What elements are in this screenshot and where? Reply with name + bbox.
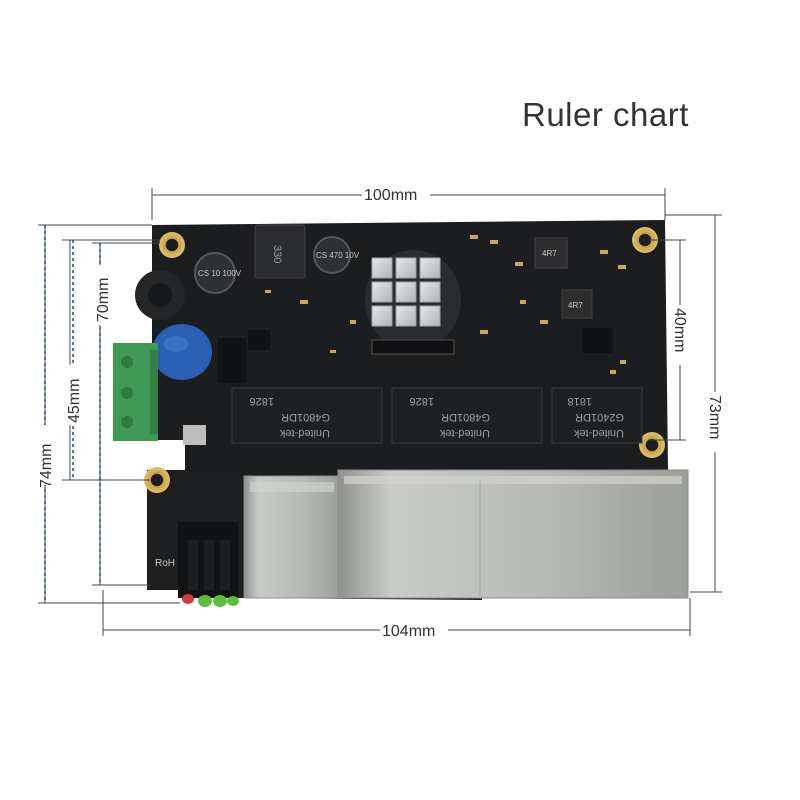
power-inductor bbox=[254, 224, 306, 279]
dim-right-outer-height: 73mm bbox=[706, 395, 723, 439]
transformer-2-line1: United-tek bbox=[439, 427, 490, 439]
ic-3 bbox=[248, 330, 270, 350]
transformer-3-line1: United-tek bbox=[573, 427, 624, 439]
dim-right-inner-height: 40mm bbox=[671, 308, 688, 352]
transformer-1-line1: United-tek bbox=[279, 427, 330, 439]
transformer-3 bbox=[551, 387, 643, 444]
capacitor-b bbox=[313, 236, 351, 274]
transformer-2-line3: 1826 bbox=[410, 395, 434, 407]
ic-2 bbox=[583, 328, 613, 353]
dim-left-mid-height: 70mm bbox=[95, 278, 112, 322]
led-green-1 bbox=[198, 595, 212, 607]
ic-1 bbox=[218, 338, 246, 383]
small-inductor-2 bbox=[561, 289, 593, 319]
rj45-jack-single bbox=[243, 475, 341, 599]
heatsink bbox=[371, 257, 441, 327]
led-green-2 bbox=[213, 595, 227, 607]
capacitor-b-label: CS 470 10V bbox=[316, 251, 360, 260]
transformer-3-line3: 1818 bbox=[568, 395, 592, 407]
page-title: Ruler chart bbox=[522, 96, 689, 133]
transformer-1-line3: 1826 bbox=[250, 395, 274, 407]
capacitor-a-label: CS 10 100V bbox=[198, 269, 242, 278]
roh-label: RoH bbox=[155, 558, 175, 569]
transformer-2 bbox=[391, 387, 543, 444]
mount-hole-bottom-left bbox=[144, 467, 170, 493]
dim-top-width: 100mm bbox=[364, 187, 417, 204]
small-inductor-2-label: 4R7 bbox=[568, 301, 583, 310]
smd-parts bbox=[265, 235, 626, 374]
mount-hole-right bbox=[639, 432, 665, 458]
connector-box bbox=[183, 425, 206, 445]
dim-left-outer-height: 74mm bbox=[38, 444, 55, 488]
transformer-1 bbox=[231, 387, 383, 444]
led-green-3 bbox=[227, 596, 239, 606]
transformer-2-line2: G4801DR bbox=[441, 411, 490, 423]
rj45-jack-block bbox=[337, 469, 689, 599]
inductor-label: 330 bbox=[271, 245, 283, 263]
transformer-1-line2: G4801DR bbox=[281, 411, 330, 423]
dim-left-inner-height: 45mm bbox=[66, 379, 83, 423]
small-inductor-1-label: 4R7 bbox=[542, 249, 557, 258]
varistor bbox=[152, 324, 212, 380]
small-inductor-1 bbox=[534, 237, 568, 269]
led-red bbox=[182, 594, 194, 604]
switch-ic bbox=[371, 339, 455, 355]
transformer-3-line2: G2401DR bbox=[575, 411, 624, 423]
mount-hole-top-right bbox=[632, 227, 658, 253]
capacitor-a bbox=[194, 252, 236, 294]
dim-bottom-width: 104mm bbox=[382, 623, 435, 640]
mount-hole-top-left bbox=[159, 232, 185, 258]
